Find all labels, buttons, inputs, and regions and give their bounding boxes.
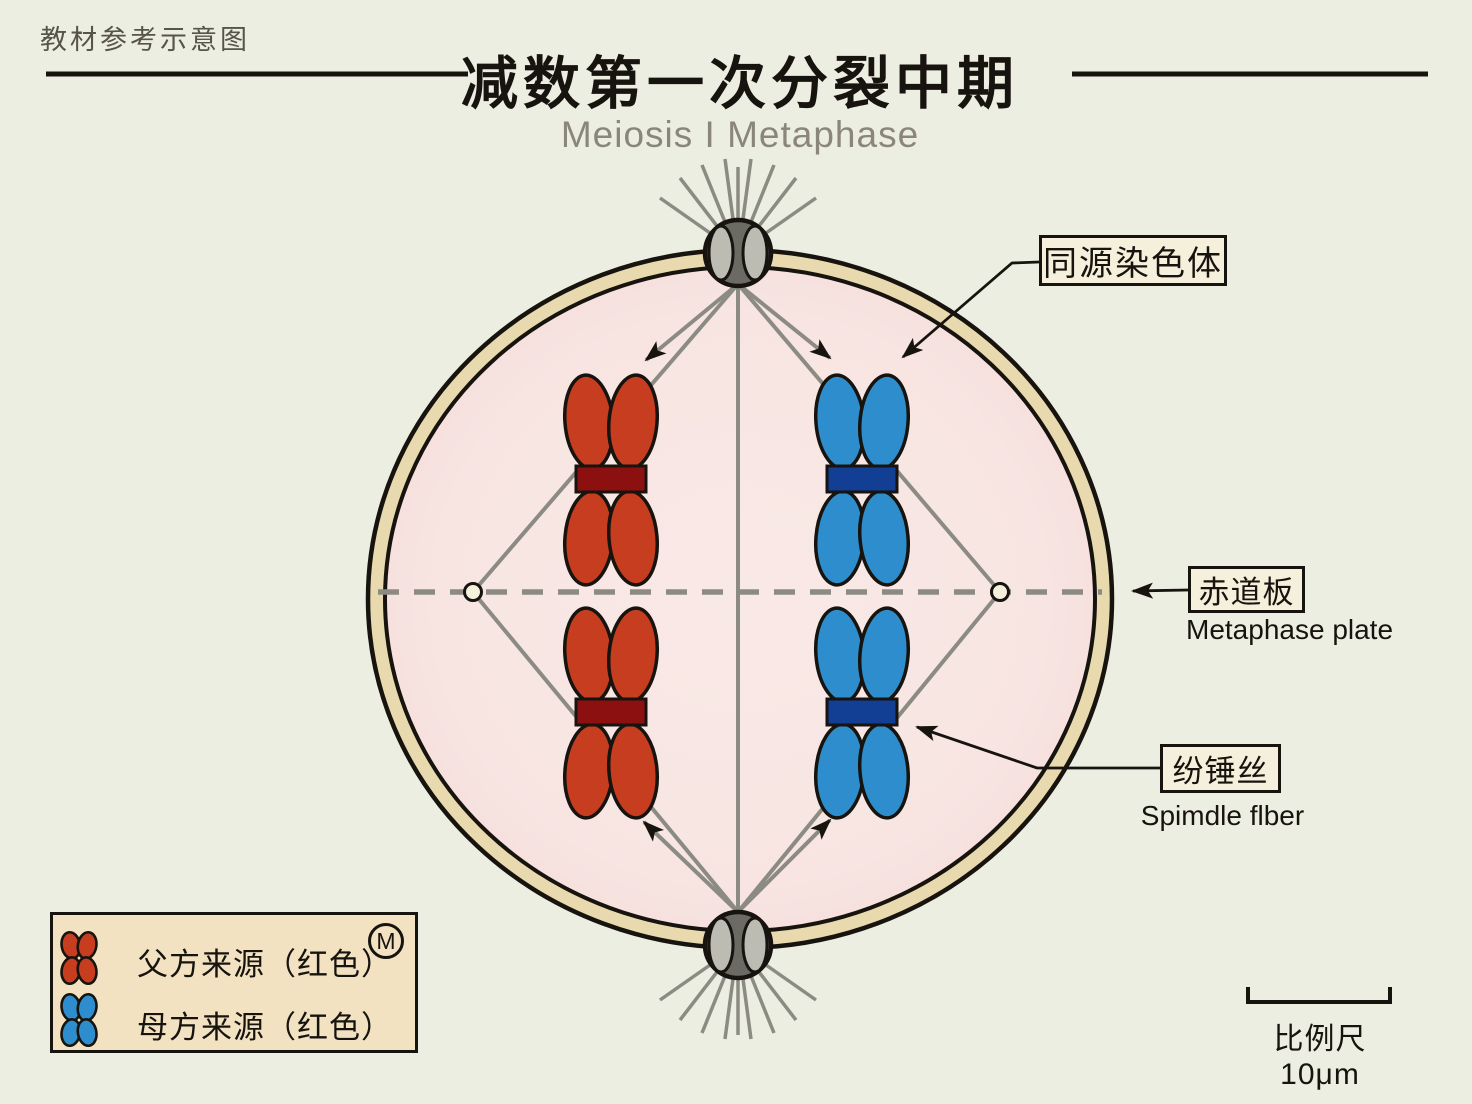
scale-bar-label: 比例尺 10μm bbox=[1273, 1023, 1367, 1091]
kinetochore-fiber-arrow bbox=[736, 818, 832, 914]
metaphase-plate-label-arrow bbox=[1131, 582, 1189, 599]
blue-x-chromosome-icon bbox=[58, 991, 100, 1049]
centriole-icon bbox=[741, 916, 769, 974]
centrosome-bottom bbox=[658, 909, 818, 1040]
centromere-band bbox=[825, 464, 899, 494]
centromere-band bbox=[825, 697, 899, 727]
m-marker-badge: M bbox=[368, 923, 404, 959]
subtitle-row: Meiosis I Metaphase bbox=[0, 114, 1472, 156]
chromosome-maternal-upper bbox=[810, 371, 914, 589]
homologous-label-arrow bbox=[901, 260, 1040, 359]
spindle-fiber-label-en: Spimdle flber bbox=[1140, 800, 1305, 831]
legend-box: 父方来源（红色） M 母方来源（红色） bbox=[50, 912, 418, 1053]
title-row: 减数第一次分裂中期 bbox=[0, 38, 1472, 120]
legend-paternal-label: 父方来源（红色） bbox=[137, 947, 393, 982]
chromosome-paternal-lower bbox=[559, 604, 663, 822]
page-title: 减数第一次分裂中期 bbox=[461, 52, 1019, 116]
kinetochore-fiber-arrow bbox=[736, 282, 832, 360]
kinetochore-fiber-arrow bbox=[642, 820, 740, 914]
red-x-chromosome-icon bbox=[58, 929, 100, 987]
equator-ring-left bbox=[463, 582, 483, 602]
centriole-icon bbox=[707, 916, 735, 974]
centromere-band bbox=[574, 697, 648, 727]
centriole-icon bbox=[707, 224, 735, 282]
legend-maternal-label: 母方来源（红色） bbox=[137, 1010, 393, 1045]
metaphase-plate-label: 赤道板 bbox=[1188, 566, 1305, 613]
corner-caption: 教材参考示意图 bbox=[40, 25, 250, 55]
centriole-icon bbox=[741, 224, 769, 282]
chromosome-maternal-lower bbox=[810, 604, 914, 822]
scale-bar bbox=[1246, 987, 1392, 1004]
aster-rays-bottom bbox=[658, 963, 818, 1040]
centromere-band bbox=[574, 464, 648, 494]
kinetochore-fiber-arrow bbox=[644, 282, 740, 362]
centrosome-top bbox=[658, 158, 818, 289]
page-subtitle: Meiosis I Metaphase bbox=[560, 114, 920, 155]
chromosome-paternal-upper bbox=[559, 371, 663, 589]
spindle-fiber-label: 纷锤丝 bbox=[1160, 744, 1281, 793]
spindle-fiber-label-arrow bbox=[915, 725, 1160, 770]
equator-ring-right bbox=[990, 582, 1010, 602]
metaphase-plate-label-en: Metaphase plate bbox=[1186, 614, 1394, 645]
aster-rays-top bbox=[658, 158, 818, 235]
homologous-chromosome-label: 同源染色体 bbox=[1039, 235, 1227, 286]
